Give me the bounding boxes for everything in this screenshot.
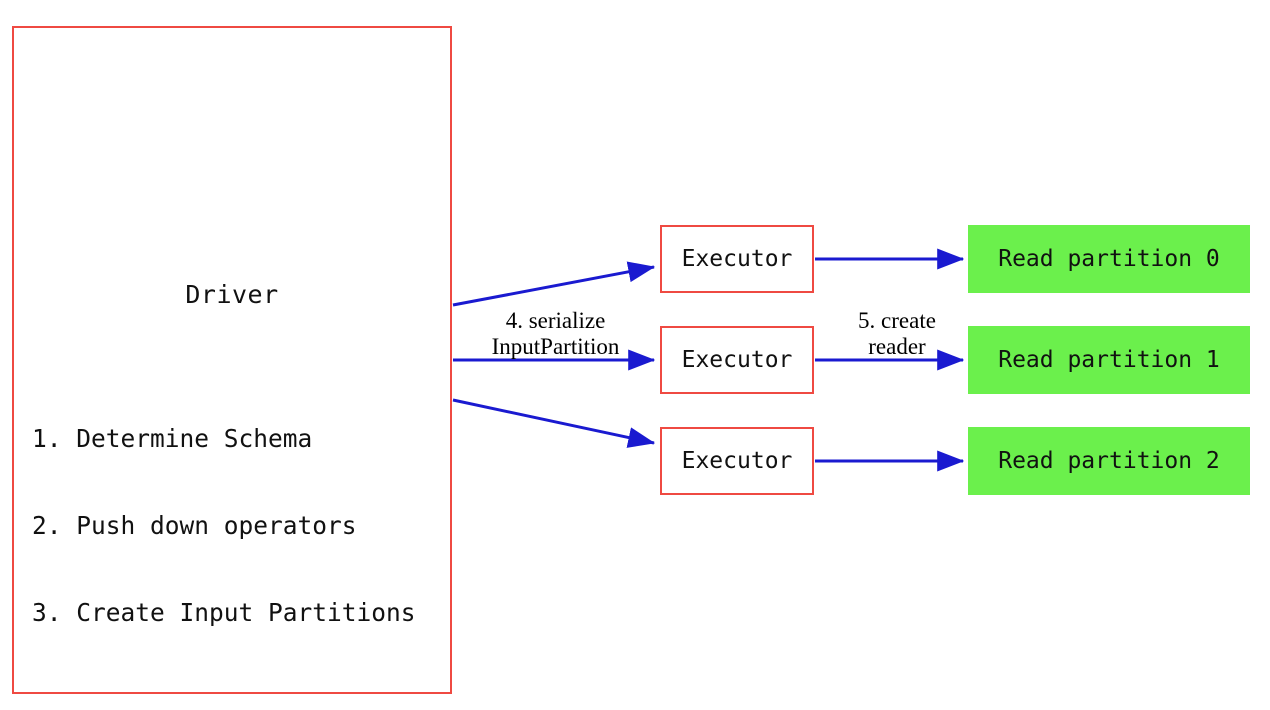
driver-steps-list: 1. Determine Schema 2. Push down operato…	[32, 366, 416, 685]
edge-label-create-reader: 5. create reader	[832, 308, 962, 360]
driver-title: Driver	[185, 280, 279, 309]
read-partition-box-1: Read partition 1	[968, 326, 1250, 394]
driver-box: Driver 1. Determine Schema 2. Push down …	[12, 26, 452, 694]
edge-label-serialize: 4. serialize InputPartition	[468, 308, 643, 360]
edge-label-serialize-line2: InputPartition	[491, 334, 620, 359]
edge-label-serialize-line1: 4. serialize	[505, 308, 606, 333]
edge-label-create-reader-line1: 5. create	[858, 308, 936, 333]
executor-box-2: Executor	[660, 326, 814, 394]
arrow-driver-to-executor-3	[452, 398, 656, 448]
arrow-driver-to-executor-1	[452, 261, 656, 307]
edge-label-create-reader-line2: reader	[868, 334, 926, 359]
driver-step-3: 3. Create Input Partitions	[32, 598, 416, 627]
executor-box-3: Executor	[660, 427, 814, 495]
driver-step-1: 1. Determine Schema	[32, 424, 313, 453]
driver-step-2: 2. Push down operators	[32, 511, 357, 540]
read-partition-box-0: Read partition 0	[968, 225, 1250, 293]
executor-box-1: Executor	[660, 225, 814, 293]
read-partition-box-2: Read partition 2	[968, 427, 1250, 495]
